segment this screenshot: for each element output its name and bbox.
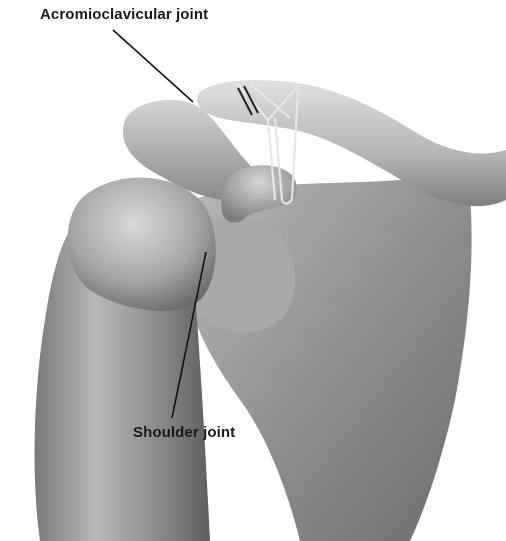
- acromioclavicular-joint-label: Acromioclavicular joint: [40, 6, 208, 23]
- leader-line-ac: [113, 30, 193, 102]
- shoulder-joint-label: Shoulder joint: [133, 424, 235, 441]
